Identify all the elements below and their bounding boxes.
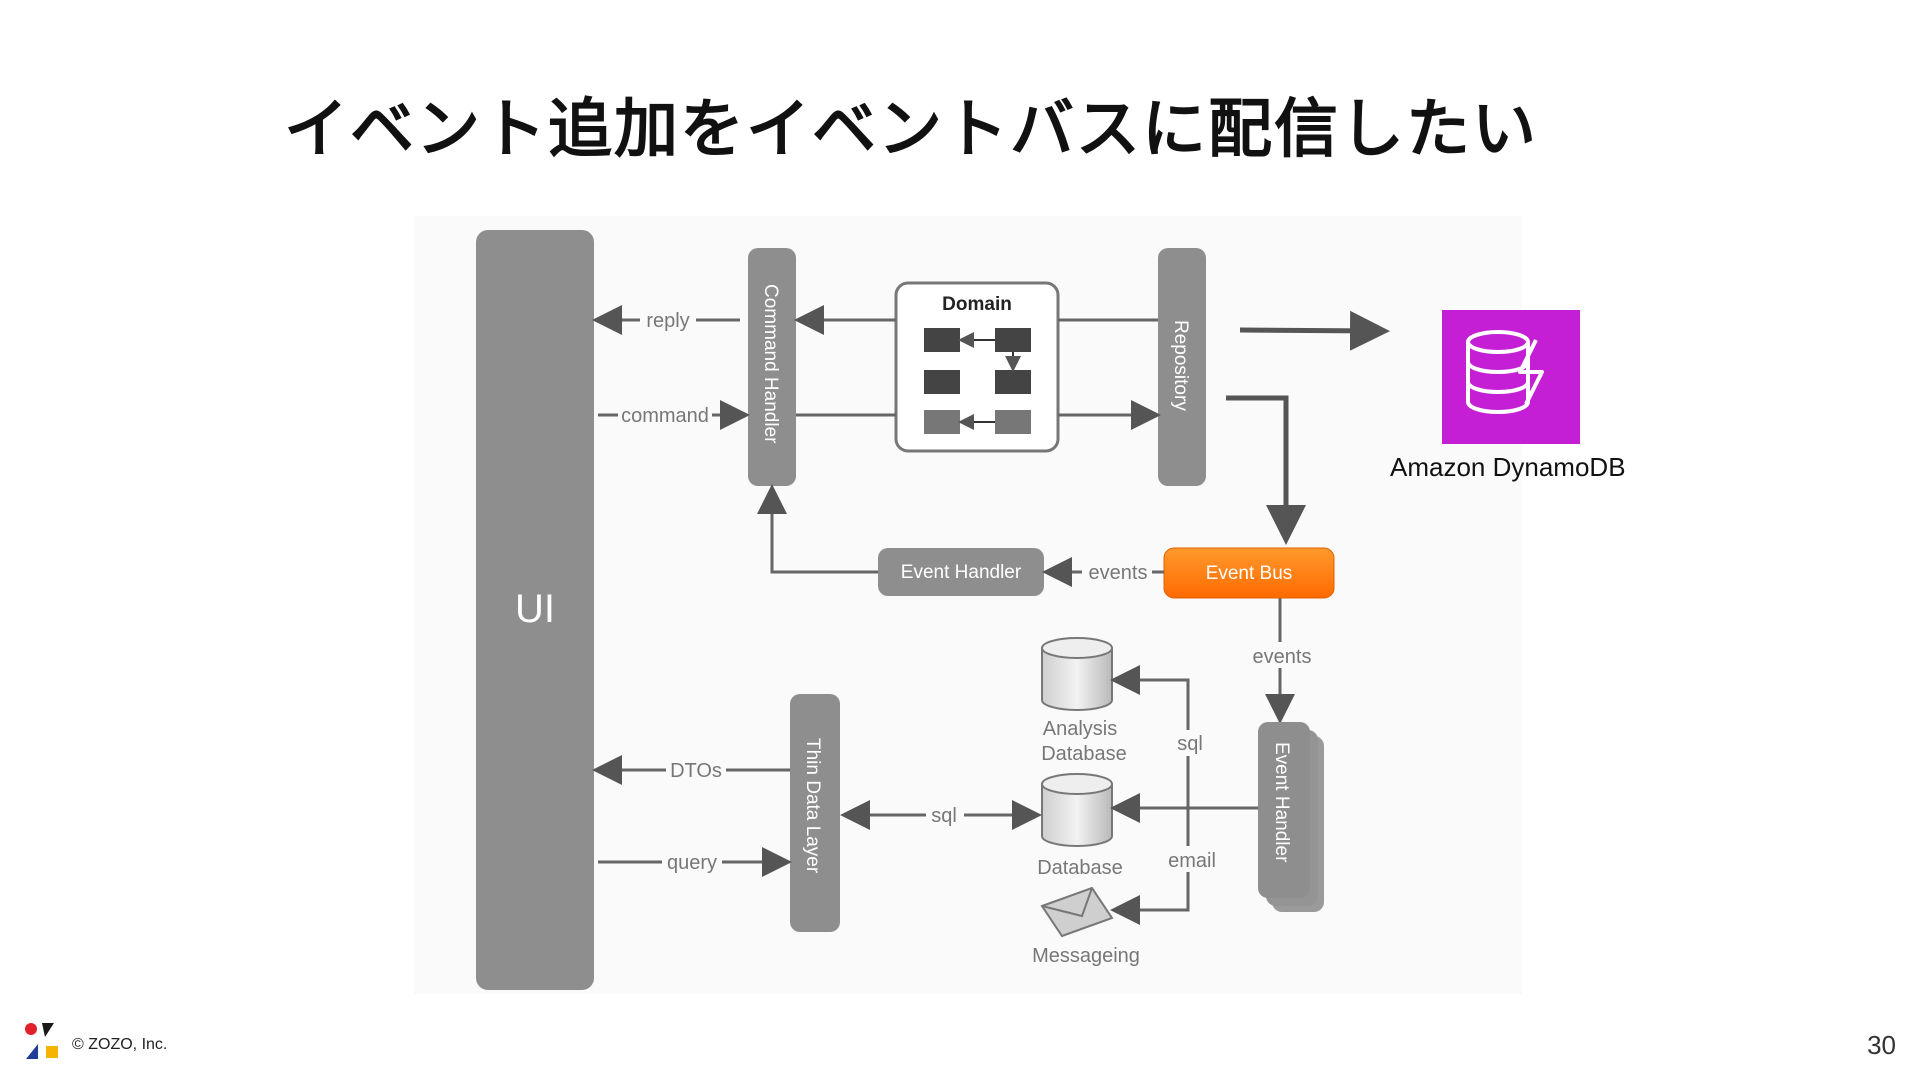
domain-entity bbox=[995, 410, 1031, 434]
domain-entity bbox=[924, 328, 960, 352]
sql-left-label: sql bbox=[931, 805, 957, 827]
domain-box bbox=[894, 281, 1060, 453]
events-left-label: events bbox=[1089, 562, 1148, 584]
thin-data-layer-label: Thin Data Layer bbox=[802, 738, 823, 874]
email-label: email bbox=[1168, 850, 1216, 872]
domain-entity bbox=[924, 410, 960, 434]
event-bus-label: Event Bus bbox=[1206, 563, 1293, 584]
event-handler-to-command-handler-arrow bbox=[757, 484, 878, 574]
event-handler-vertical-box bbox=[1258, 722, 1310, 898]
domain-entity bbox=[995, 328, 1031, 352]
event-handler-vertical-label: Event Handler bbox=[1271, 742, 1292, 863]
thin-data-layer-box bbox=[790, 694, 840, 932]
repository-label: Repository bbox=[1170, 320, 1191, 411]
dynamodb-label: Amazon DynamoDB bbox=[1390, 452, 1626, 482]
envelope-icon bbox=[1040, 886, 1114, 938]
events-left-label-bg bbox=[1082, 558, 1152, 584]
event-handler-to-messaging-arrow bbox=[1110, 808, 1190, 925]
email-label-bg bbox=[1164, 846, 1220, 872]
repository-to-dynamodb-arrow bbox=[1239, 310, 1390, 351]
command-label: command bbox=[621, 405, 709, 427]
query-label-bg bbox=[662, 848, 722, 874]
reply-label-bg bbox=[640, 306, 696, 332]
page-number: 30 bbox=[1867, 1030, 1896, 1060]
event-handler-to-analysis-db-arrow bbox=[1110, 665, 1190, 808]
repository-to-event-bus-arrow bbox=[1226, 395, 1306, 545]
domain-entity bbox=[995, 370, 1031, 394]
ui-box bbox=[476, 230, 594, 990]
events-down-label: events bbox=[1253, 646, 1312, 668]
reply-label: reply bbox=[646, 310, 689, 332]
repository-box bbox=[1158, 248, 1206, 486]
copyright-text: © ZOZO, Inc. bbox=[72, 1036, 168, 1053]
sql-left-label-bg bbox=[926, 802, 964, 828]
dtos-label: DTOs bbox=[670, 760, 722, 782]
event-handler-box bbox=[878, 548, 1044, 596]
command-handler-box bbox=[748, 248, 796, 486]
analysis-database-icon bbox=[1041, 637, 1113, 711]
messaging-label: Messageing bbox=[1032, 945, 1140, 967]
analysis-database-label-line1: Analysis bbox=[1043, 718, 1117, 740]
command-label-bg bbox=[618, 401, 712, 427]
zozo-logo bbox=[25, 1023, 58, 1059]
sql-right-label: sql bbox=[1177, 733, 1203, 755]
analysis-database-label-line2: Database bbox=[1041, 743, 1127, 765]
dynamodb-icon bbox=[1442, 310, 1580, 444]
ui-label: UI bbox=[515, 587, 555, 631]
database-icon bbox=[1041, 773, 1113, 847]
domain-entity bbox=[924, 370, 960, 394]
sql-right-label-bg bbox=[1170, 730, 1208, 756]
domain-label: Domain bbox=[942, 294, 1012, 315]
slide-title: イベント追加をイベントバスに配信したい bbox=[284, 93, 1538, 167]
command-handler-label: Command Handler bbox=[760, 284, 781, 444]
database-label: Database bbox=[1037, 857, 1123, 879]
events-down-label-bg bbox=[1246, 642, 1318, 668]
event-handler-label: Event Handler bbox=[901, 562, 1022, 583]
dtos-label-bg bbox=[666, 756, 726, 782]
query-label: query bbox=[667, 852, 717, 874]
